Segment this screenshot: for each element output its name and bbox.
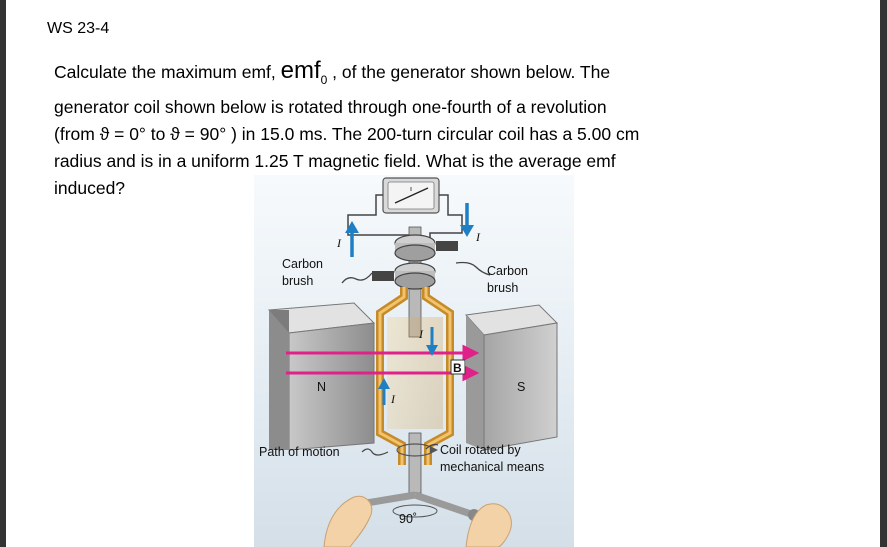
hand-right-icon: [465, 503, 512, 547]
galvanometer-icon: [382, 177, 440, 214]
emf-subscript: 0: [320, 73, 328, 87]
field-label: B: [453, 361, 462, 375]
coil-rotated-leader: [425, 443, 439, 450]
north-magnet: [267, 302, 376, 451]
current-label-right: I: [475, 230, 481, 244]
south-pole-label: S: [517, 380, 525, 394]
carbon-brush-left-label-1: Carbon: [282, 257, 323, 271]
path-of-motion-leader: [361, 448, 389, 456]
rotation-arrow-icon: [396, 443, 438, 457]
lower-axle: [408, 432, 422, 494]
slip-rings: [394, 226, 436, 338]
magnetic-field-lines: [286, 344, 480, 382]
field-label-box: [450, 359, 466, 375]
current-arrow-up-icon: [345, 221, 359, 257]
right-border: [880, 0, 887, 547]
carbon-brush-right-label-1: Carbon: [487, 264, 528, 278]
coil-current-label-top: I: [418, 327, 424, 341]
angle-label: 90˚: [399, 512, 417, 526]
carbon-brush-left-icon: [341, 271, 394, 284]
coil-rotated-label-2: mechanical means: [440, 460, 544, 474]
left-border: [0, 0, 6, 547]
generator-diagram: I I Carbon brush Carbon brush: [254, 175, 574, 547]
generator-figure: I I Carbon brush Carbon brush: [254, 175, 574, 547]
coil-current-arrow-down-icon: [426, 327, 438, 356]
south-magnet: [464, 304, 559, 451]
north-pole-label: N: [317, 380, 326, 394]
coil-rotated-label-1: Coil rotated by: [440, 443, 521, 457]
problem-line-3: (from ϑ = 0° to ϑ = 90° ) in 15.0 ms. Th…: [54, 124, 640, 144]
carbon-brush-right-icon: [436, 241, 491, 276]
coil-current-label-bottom: I: [390, 392, 396, 406]
current-arrow-down-icon: [460, 203, 474, 237]
emf-symbol: emf: [280, 57, 321, 84]
problem-line-2: generator coil shown below is rotated th…: [54, 97, 607, 117]
problem-line-5: induced?: [54, 178, 126, 198]
problem-text: Calculate the maximum emf, emf0 , of the…: [54, 57, 774, 202]
worksheet-title: WS 23-4: [47, 20, 110, 37]
problem-line-4: radius and is in a uniform 1.25 T magnet…: [54, 151, 616, 171]
carbon-brush-right-label-2: brush: [487, 281, 518, 295]
problem-line-1: Calculate the maximum emf, emf0 , of the…: [54, 57, 611, 87]
path-of-motion-label: Path of motion: [259, 445, 340, 459]
current-label-left: I: [336, 236, 342, 250]
coil-current-arrow-up-icon: [378, 378, 390, 405]
hand-left-icon: [323, 495, 373, 547]
carbon-brush-left-label-2: brush: [282, 274, 313, 288]
